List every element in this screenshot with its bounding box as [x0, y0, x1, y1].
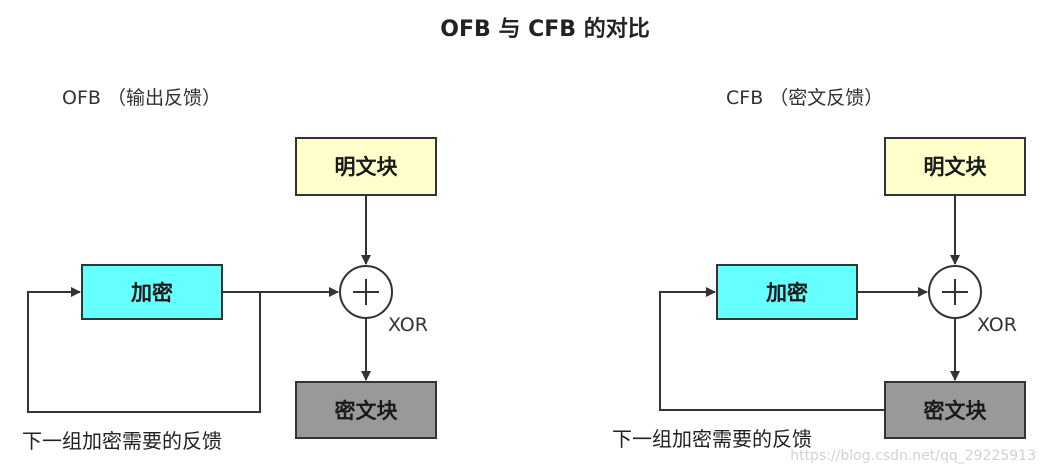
cfb-ciphertext-label: 密文块 — [924, 399, 988, 423]
ofb-ciphertext-label: 密文块 — [335, 399, 399, 423]
cfb-feedback-loop — [659, 287, 885, 411]
ofb-xor-label: XOR — [388, 314, 428, 336]
cfb-plaintext-label: 明文块 — [924, 155, 988, 179]
cfb-xor-label: XOR — [977, 314, 1017, 336]
cfb-section: CFB （密文反馈） 明文块 加密 XOR 密文块 下一组加密需要的反馈 — [612, 87, 1026, 451]
ofb-feedback-loop — [27, 287, 261, 413]
ofb-encrypt-box — [81, 264, 223, 320]
ofb-plaintext-box — [295, 137, 437, 196]
watermark: https://blog.csdn.net/qq_29225913 — [790, 448, 1036, 464]
cfb-encrypt-label: 加密 — [765, 281, 808, 305]
cfb-encrypt-box — [716, 264, 858, 320]
ofb-subtitle: OFB （输出反馈） — [62, 87, 221, 109]
cfb-subtitle: CFB （密文反馈） — [726, 87, 883, 109]
diagram-title: OFB 与 CFB 的对比 — [440, 16, 649, 42]
ofb-encrypt-label: 加密 — [130, 281, 173, 305]
ofb-feedback-note: 下一组加密需要的反馈 — [22, 429, 222, 453]
ofb-plaintext-label: 明文块 — [335, 155, 399, 179]
cfb-feedback-note: 下一组加密需要的反馈 — [612, 427, 812, 451]
ofb-section: OFB （输出反馈） 明文块 加密 XOR 密文块 下一组加密需要的反馈 — [22, 87, 437, 453]
ofb-ciphertext-box — [295, 381, 437, 439]
